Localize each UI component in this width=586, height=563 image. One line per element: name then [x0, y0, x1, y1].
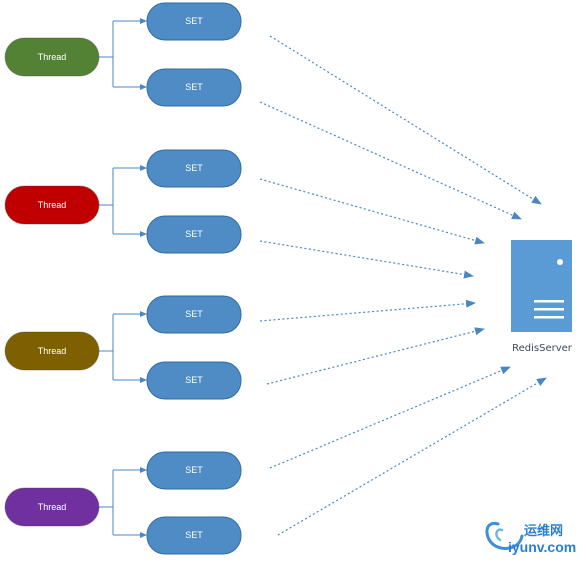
- set-pill: [146, 68, 242, 107]
- set-label: SET: [185, 163, 203, 173]
- set-label: SET: [185, 229, 203, 239]
- set-label: SET: [185, 530, 203, 540]
- set-node: SET: [146, 451, 242, 490]
- set-node: SET: [146, 149, 242, 188]
- set-label: SET: [185, 82, 203, 92]
- set-node: SET: [146, 361, 242, 400]
- request-arrow: [259, 101, 522, 220]
- thread-node: Thread: [4, 331, 100, 371]
- request-arrow: [259, 299, 476, 322]
- request-arrow: [259, 178, 485, 245]
- thread-node: Thread: [4, 487, 100, 527]
- server-slot-line: [534, 308, 564, 311]
- server-slot-line: [534, 316, 564, 319]
- node-group: ThreadSETSETThreadSETSETThreadSETSETThre…: [4, 2, 242, 555]
- thread-node: Thread: [4, 37, 100, 77]
- set-label: SET: [185, 16, 203, 26]
- request-arrow: [259, 240, 474, 279]
- request-arrow: [269, 35, 542, 205]
- thread-pill: [4, 37, 100, 77]
- server-led-icon: [557, 259, 563, 265]
- set-pill: [146, 149, 242, 188]
- set-node: SET: [146, 295, 242, 334]
- thread-pill: [4, 331, 100, 371]
- set-pill: [146, 295, 242, 334]
- thread-label: Thread: [38, 200, 67, 210]
- set-pill: [146, 361, 242, 400]
- thread-label: Thread: [38, 52, 67, 62]
- set-pill: [146, 215, 242, 254]
- thread-pill: [4, 185, 100, 225]
- set-node: SET: [146, 68, 242, 107]
- set-label: SET: [185, 375, 203, 385]
- thread-label: Thread: [38, 346, 67, 356]
- thread-node: Thread: [4, 185, 100, 225]
- watermark-cn-text: 运维网: [524, 523, 563, 539]
- arrow-group: [259, 35, 547, 536]
- connector-group: [99, 18, 147, 538]
- watermark-en-text: iyunv.com: [508, 539, 576, 555]
- set-pill: [146, 451, 242, 490]
- set-pill: [146, 2, 242, 41]
- request-arrow: [269, 366, 511, 469]
- set-node: SET: [146, 516, 242, 555]
- server-label: RedisServer: [512, 343, 573, 354]
- set-label: SET: [185, 309, 203, 319]
- swirl-logo-icon: [485, 521, 524, 550]
- request-arrow: [277, 377, 547, 536]
- server-slot-line: [534, 300, 564, 303]
- set-label: SET: [185, 465, 203, 475]
- set-node: SET: [146, 215, 242, 254]
- thread-label: Thread: [38, 502, 67, 512]
- set-node: SET: [146, 2, 242, 41]
- request-arrow: [266, 327, 485, 385]
- watermark: 运维网 iyunv.com: [485, 521, 576, 555]
- thread-pill: [4, 487, 100, 527]
- redis-server: RedisServer: [511, 240, 573, 354]
- set-pill: [146, 516, 242, 555]
